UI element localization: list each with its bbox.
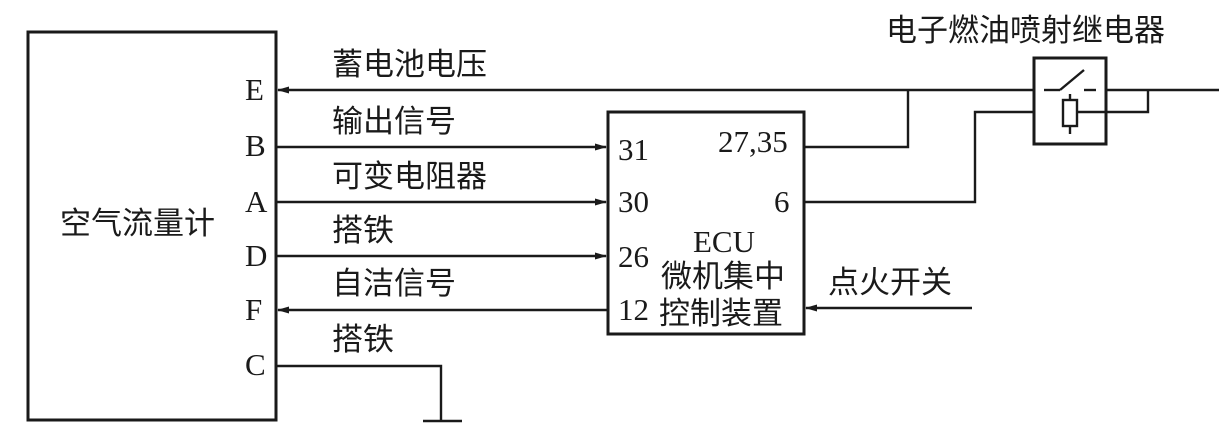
ecu-pin-12: 12	[618, 292, 649, 327]
output-signal-label: 输出信号	[332, 104, 456, 140]
relay-switch-blade	[1059, 69, 1085, 91]
ground-label-2: 搭铁	[332, 322, 394, 358]
self-clean-signal-label: 自洁信号	[332, 266, 456, 302]
ecu-name-line2: 控制装置	[659, 296, 783, 332]
ecu-pin-26: 26	[618, 239, 649, 274]
ecu-27-35-wire	[804, 90, 910, 149]
ecu-title: ECU	[693, 224, 755, 259]
sensor-pin-b: B	[245, 128, 266, 163]
ground-wire-c	[276, 364, 443, 420]
ecu-pin-27-35: 27,35	[718, 124, 788, 159]
sensor-pin-f: F	[245, 292, 262, 327]
ignition-switch-label: 点火开关	[828, 265, 952, 301]
sensor-pin-e: E	[245, 72, 264, 107]
ecu-pin-31: 31	[618, 132, 649, 167]
sensor-pin-c: C	[245, 347, 266, 382]
air-flow-meter-label: 空气流量计	[60, 206, 215, 242]
ground-label-1: 搭铁	[332, 213, 394, 249]
ecu-pin-6: 6	[774, 184, 790, 219]
air-flow-meter-box	[26, 30, 278, 422]
ecu-6-wire	[804, 90, 1150, 204]
sensor-pin-d: D	[245, 238, 267, 273]
ecu-box	[606, 110, 806, 336]
sensor-pin-a: A	[245, 184, 268, 219]
battery-voltage-label: 蓄电池电压	[332, 47, 487, 83]
relay-title: 电子燃油喷射继电器	[886, 13, 1165, 49]
variable-resistor-label: 可变电阻器	[332, 159, 487, 195]
ecu-pin-30: 30	[618, 184, 649, 219]
ecu-name-line1: 微机集中	[661, 259, 785, 295]
